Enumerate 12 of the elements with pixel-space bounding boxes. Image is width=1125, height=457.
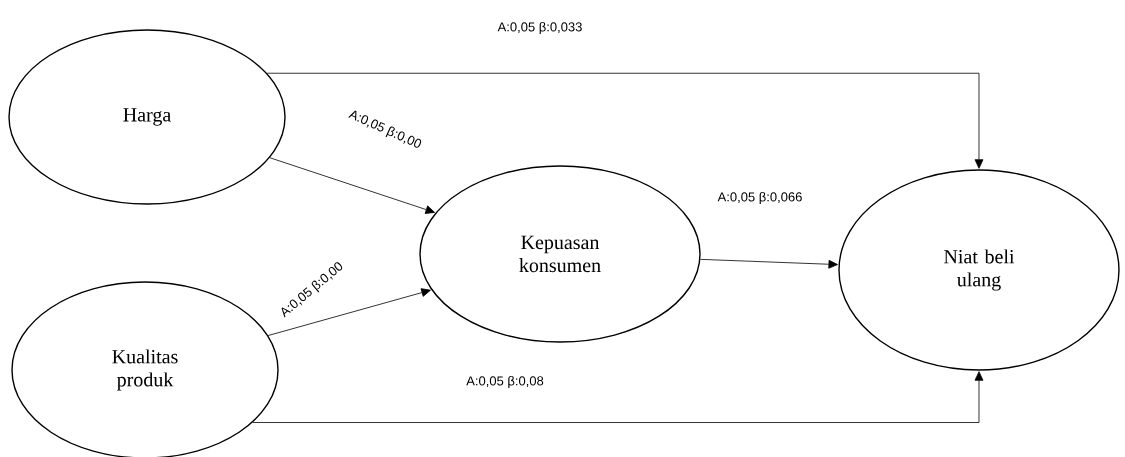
- edge-label: A:0,05 β:0,00: [345, 107, 425, 153]
- ellipse-node: Harga: [8, 29, 286, 205]
- arrow: [269, 157, 435, 214]
- ellipse-node: Kepuasan konsumen: [419, 165, 701, 343]
- arrow: [700, 258, 838, 269]
- ellipse-node: Niat beli ulang: [838, 169, 1120, 371]
- arrow: [267, 288, 431, 336]
- edge-label: A:0,05 β:0,066: [716, 190, 804, 206]
- edge-label: A:0,05 β:0,08: [465, 374, 545, 390]
- arrow: [252, 371, 984, 423]
- arrow: [266, 72, 984, 169]
- edge-label: A:0,05 β:0,033: [496, 20, 584, 36]
